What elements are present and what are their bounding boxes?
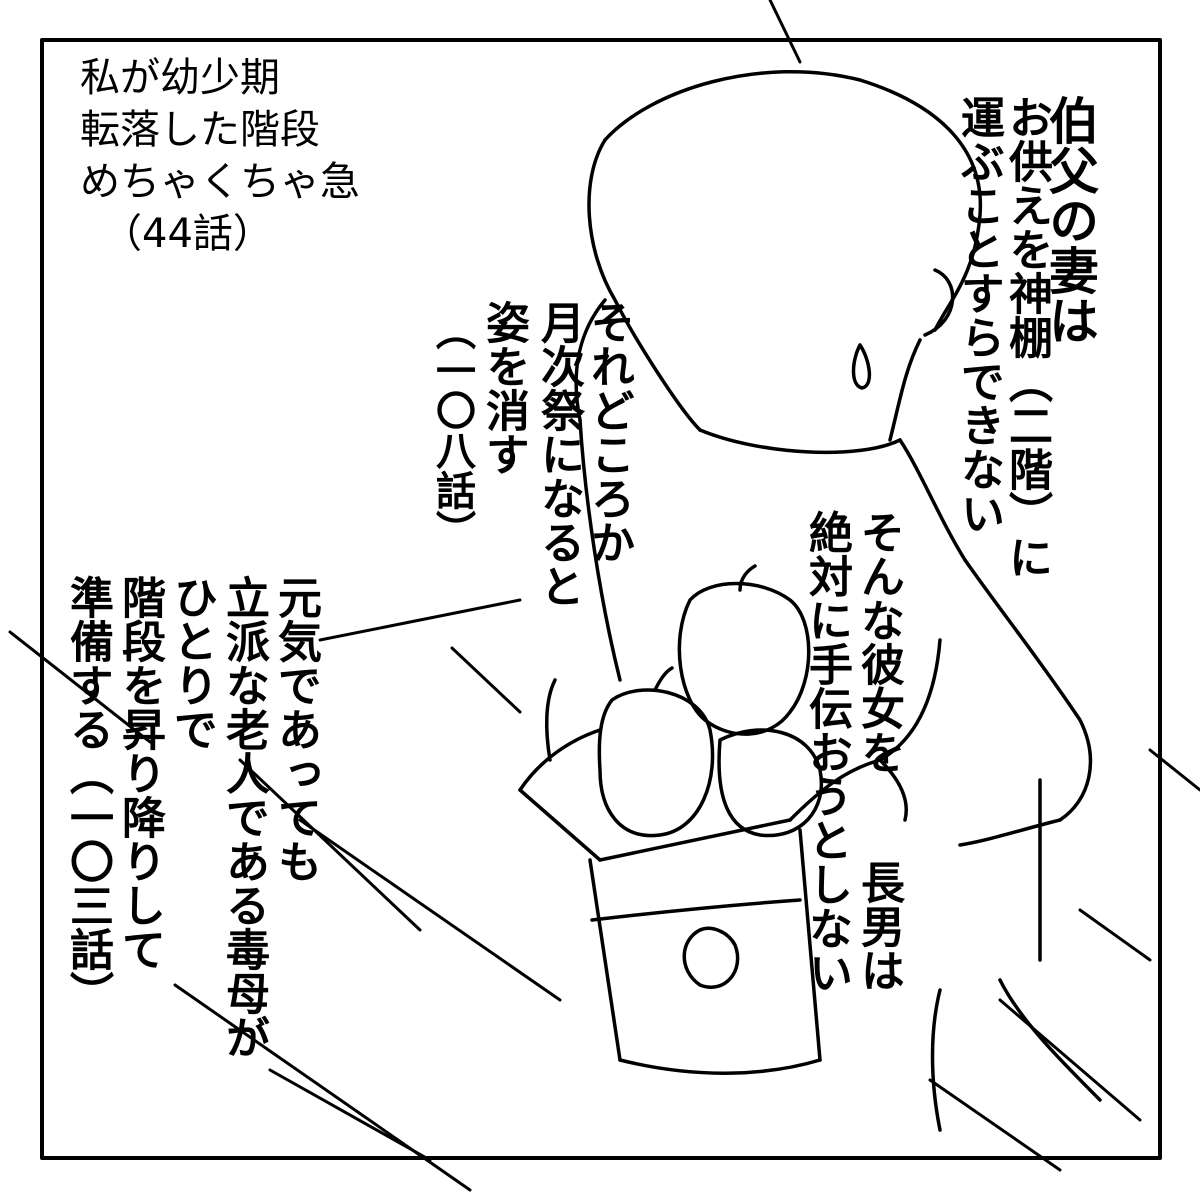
caption-center-col3: 長男は [853,860,904,992]
caption-middle-col4: （一〇八話） [429,310,475,550]
caption-middle-col1: それどころか [583,300,634,564]
note-line: 転落した階段 [80,107,320,153]
panel-border [40,38,1162,1160]
caption-left-col5: 準備する（一〇三話） [62,575,113,1015]
caption-right-col1: 伯父の妻は [1041,95,1099,345]
caption-right-col2: お供えを神棚（二階）に [1001,95,1052,579]
note-line: 私が幼少期 [80,55,280,101]
caption-center-col2: 絶対に手伝おうとしない [801,510,852,994]
caption-left-col2: 立派な老人である毒母が [218,575,269,1059]
offering-tray [518,728,908,1075]
caption-middle-col2: 月次祭になると [533,300,584,608]
character-body [544,418,1102,1132]
caption-left-col1: 元気であっても [270,575,321,883]
note-line: めちゃくちゃ急 [80,159,360,205]
note-line: （44話） [102,211,273,257]
caption-left-col3: ひとりで [166,575,217,751]
character-head [574,69,983,455]
episode-note: 私が幼少期 転落した階段 めちゃくちゃ急 （44話） [80,52,360,260]
caption-left-col4: 階段を昇り降りして [114,575,165,971]
caption-right-col3: 運ぶことすらできない [953,95,1004,535]
staircase-lines [8,0,1200,1192]
caption-center-col1: そんな彼女を [853,510,904,774]
caption-middle-col3: 姿を消す [478,300,529,476]
apples [597,564,824,838]
